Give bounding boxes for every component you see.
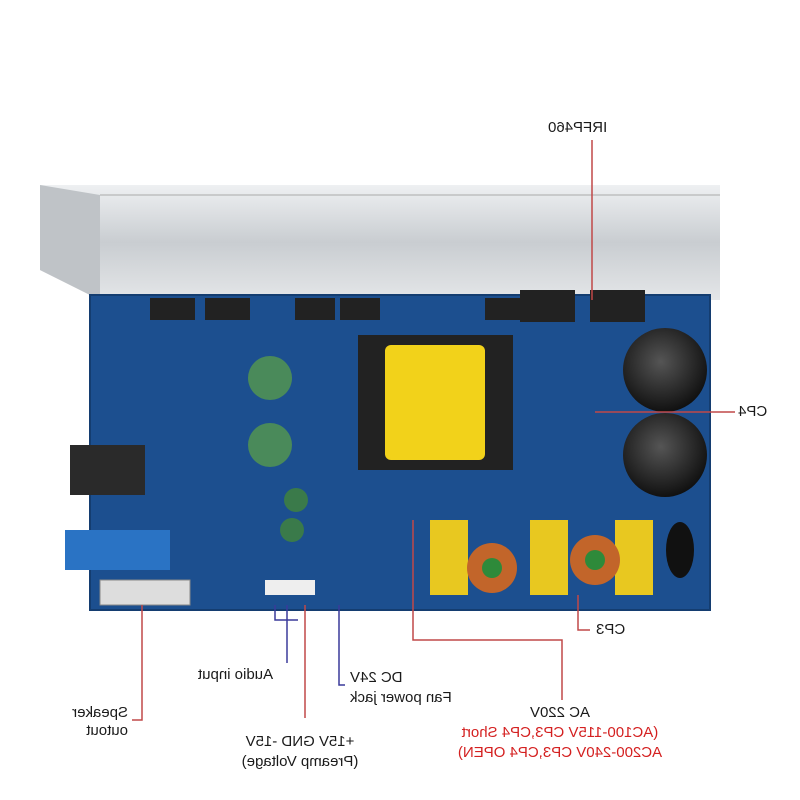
ac220v-label: AC 220V bbox=[529, 704, 591, 721]
preamp-voltage-note: (Preamp Voltage) bbox=[241, 753, 359, 770]
speaker-terminals bbox=[99, 579, 191, 606]
inductor-block bbox=[70, 445, 145, 495]
preamp-voltage-label: +15V GND -15V bbox=[245, 733, 355, 750]
cp4-label: CP4 bbox=[738, 403, 768, 420]
audio-input-label: Audio input bbox=[198, 666, 274, 683]
cp3-label: CP3 bbox=[596, 621, 626, 638]
callout-lines bbox=[132, 140, 735, 721]
preamp-header bbox=[265, 580, 315, 595]
dc24v-label: DC 24V bbox=[350, 669, 403, 686]
filter-components bbox=[430, 520, 694, 595]
ac-note-line-1: (AC100-115V CP3,CP4 Short bbox=[461, 724, 659, 741]
transformer bbox=[358, 335, 513, 470]
fan-power-jack-label: Fan power jack bbox=[350, 689, 452, 706]
speaker-label-2: outout bbox=[86, 722, 128, 739]
capacitors bbox=[248, 328, 707, 542]
irfp460-label: IRFP460 bbox=[548, 119, 608, 136]
heatsink bbox=[40, 185, 720, 300]
transistors bbox=[150, 290, 645, 322]
relay bbox=[65, 530, 170, 570]
ac-note-line-2: AC200-240V CP3,CP4 OPEN) bbox=[457, 744, 663, 761]
speaker-label-1: Speaker bbox=[72, 704, 128, 721]
